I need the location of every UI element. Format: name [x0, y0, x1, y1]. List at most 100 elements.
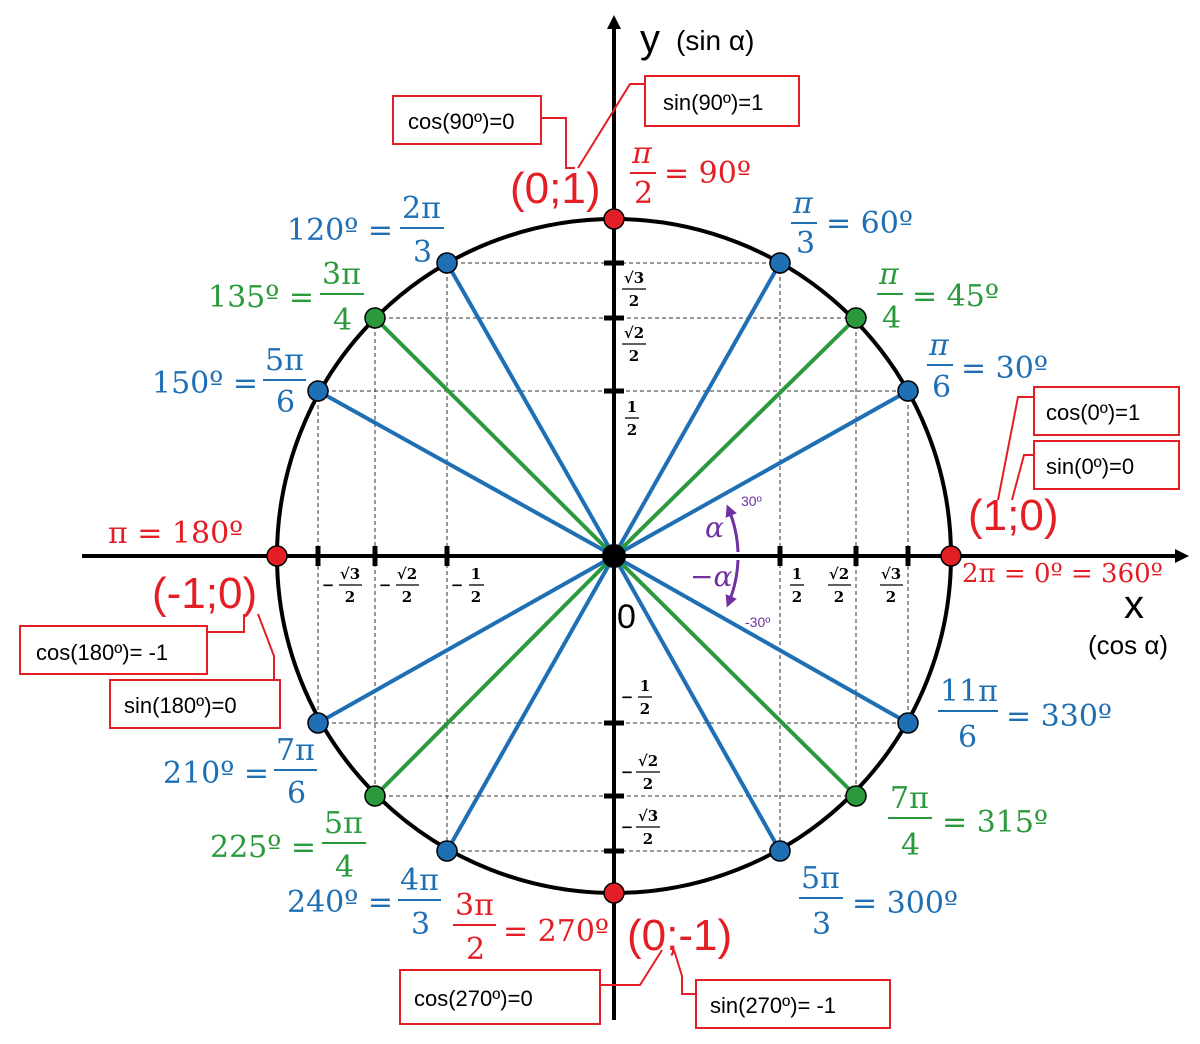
point-180: [266, 545, 288, 567]
svg-text:2: 2: [466, 932, 485, 967]
svg-text:3: 3: [411, 907, 430, 942]
angle-arcs: α −α 30º -30º: [690, 493, 770, 630]
svg-text:135º =: 135º =: [208, 280, 314, 315]
point-300: [769, 840, 791, 862]
blue-radii: [317, 262, 909, 852]
svg-text:3: 3: [413, 235, 432, 270]
svg-text:1: 1: [792, 565, 802, 583]
svg-text:3π: 3π: [322, 257, 361, 292]
svg-text:= 330º: = 330º: [1006, 699, 1112, 734]
label-300: 5π 3 = 300º: [799, 861, 958, 942]
y-axis-caption: (sin α): [676, 25, 754, 56]
svg-text:11π: 11π: [940, 674, 998, 709]
svg-text:2: 2: [627, 421, 637, 439]
svg-text:−: −: [451, 576, 464, 594]
svg-text:3π: 3π: [455, 888, 494, 923]
svg-text:= 300º: = 300º: [852, 886, 958, 921]
svg-text:5π: 5π: [265, 343, 304, 378]
svg-text:√3: √3: [881, 565, 901, 583]
svg-text:= 270º: = 270º: [503, 914, 609, 949]
label-0: 2π = 0º = 360º: [962, 559, 1163, 589]
svg-text:4: 4: [333, 303, 352, 338]
origin-label: 0: [617, 598, 636, 636]
point-90: [603, 208, 625, 230]
label-315: 7π 4 = 315º: [888, 781, 1048, 863]
coord-left: (-1;0): [152, 569, 257, 618]
point-135: [364, 307, 386, 329]
svg-text:√3: √3: [340, 565, 360, 583]
svg-text:1: 1: [471, 565, 481, 583]
svg-text:= 315º: = 315º: [942, 805, 1048, 840]
point-120: [436, 252, 458, 274]
coord-top: (0;1): [510, 164, 600, 213]
svg-text:5π: 5π: [324, 806, 363, 841]
svg-text:2: 2: [634, 176, 653, 211]
svg-text:1: 1: [627, 398, 637, 416]
callout-boxes: cos(90º)=0 sin(90º)=1 cos(0º)=1 sin(0º)=…: [19, 75, 1180, 1029]
svg-text:3: 3: [796, 226, 815, 261]
angle-labels-green: π 4 = 45º 135º = 3π 4 225º = 5π 4 7π 4 =…: [208, 257, 1048, 885]
x-axis-letter: x: [1124, 583, 1144, 627]
alpha-label: α: [705, 511, 724, 544]
point-315: [845, 785, 867, 807]
point-0: [940, 545, 962, 567]
svg-text:= 90º: = 90º: [664, 156, 751, 191]
label-90: π 2 = 90º: [630, 136, 751, 211]
box-sin270: sin(270º)= -1: [710, 993, 836, 1018]
svg-text:6: 6: [276, 385, 295, 420]
svg-text:2: 2: [402, 588, 412, 606]
label-30: π 6 = 30º: [927, 328, 1048, 405]
angle-labels-red: π 2 = 90º 3π 2 = 270º 2π = 0º = 360º π =…: [108, 136, 1163, 967]
point-60: [769, 252, 791, 274]
svg-text:2: 2: [640, 700, 650, 718]
svg-text:4: 4: [901, 828, 920, 863]
svg-text:7π: 7π: [276, 733, 315, 768]
point-210: [307, 712, 329, 734]
circle-points: [266, 208, 962, 904]
svg-text:6: 6: [958, 720, 977, 755]
svg-text:6: 6: [932, 370, 951, 405]
svg-text:2: 2: [834, 588, 844, 606]
label-135: 135º = 3π 4: [208, 257, 364, 338]
point-45: [845, 307, 867, 329]
svg-text:2: 2: [792, 588, 802, 606]
svg-text:= 60º: = 60º: [826, 206, 913, 241]
svg-text:√3: √3: [624, 269, 644, 287]
svg-text:√2: √2: [829, 565, 849, 583]
svg-text:1: 1: [640, 677, 650, 695]
svg-text:2: 2: [629, 347, 639, 365]
label-330: 11π 6 = 330º: [938, 674, 1112, 755]
label-120: 120º = 2π 3: [287, 191, 444, 270]
svg-text:2: 2: [629, 292, 639, 310]
plus30-label: 30º: [741, 493, 762, 509]
point-330: [897, 712, 919, 734]
svg-text:210º =: 210º =: [163, 756, 269, 791]
svg-text:−: −: [621, 688, 634, 706]
svg-text:−: −: [322, 576, 335, 594]
svg-text:= 30º: = 30º: [961, 351, 1048, 386]
svg-text:2: 2: [345, 588, 355, 606]
svg-text:−: −: [379, 576, 392, 594]
svg-text:225º =: 225º =: [210, 830, 316, 865]
point-270: [603, 882, 625, 904]
coord-bottom: (0;-1): [627, 911, 732, 960]
point-225: [364, 785, 386, 807]
box-cos270: cos(270º)=0: [414, 986, 533, 1011]
svg-text:−: −: [621, 763, 634, 781]
angle-labels-blue: π 3 = 60º π 6 = 30º 120º = 2π 3 150º = 5…: [152, 186, 1112, 942]
green-radii: [373, 316, 858, 798]
axis-coordinate-labels: (0;1) (0;-1) (1;0) (-1;0): [152, 164, 1058, 960]
svg-text:120º =: 120º =: [287, 213, 393, 248]
point-30: [897, 380, 919, 402]
svg-text:2: 2: [643, 775, 653, 793]
svg-text:π: π: [792, 186, 814, 221]
point-240: [436, 840, 458, 862]
label-240: 240º = 4π 3: [287, 863, 441, 942]
label-60: π 3 = 60º: [791, 186, 913, 261]
svg-text:4π: 4π: [400, 863, 439, 898]
svg-text:4: 4: [335, 850, 354, 885]
svg-text:5π: 5π: [801, 861, 840, 896]
box-cos90: cos(90º)=0: [408, 109, 514, 134]
